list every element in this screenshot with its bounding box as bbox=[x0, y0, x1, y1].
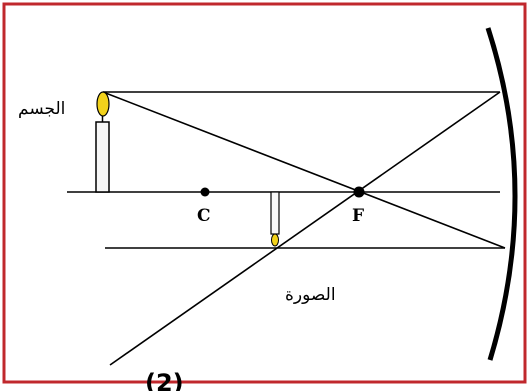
object-candle-body bbox=[95, 121, 110, 193]
focal-point-dot bbox=[353, 186, 365, 198]
ray-incident-through-focus bbox=[102, 91, 506, 249]
focal-point-label: F bbox=[352, 206, 364, 226]
object-flame bbox=[96, 91, 110, 117]
diagram-frame bbox=[2, 2, 527, 384]
image-candle bbox=[270, 191, 280, 247]
center-point-label: C bbox=[197, 206, 211, 226]
center-point-dot bbox=[200, 187, 210, 197]
image-candle-body bbox=[270, 191, 280, 235]
ray-reflected-through-focus bbox=[109, 91, 501, 366]
image-flame bbox=[271, 233, 279, 247]
figure-number-label: (2) bbox=[145, 369, 184, 391]
concave-mirror bbox=[485, 27, 518, 361]
image-label: الصورة bbox=[285, 285, 336, 305]
object-label: الجسم bbox=[18, 99, 65, 119]
object-candle bbox=[95, 91, 110, 193]
